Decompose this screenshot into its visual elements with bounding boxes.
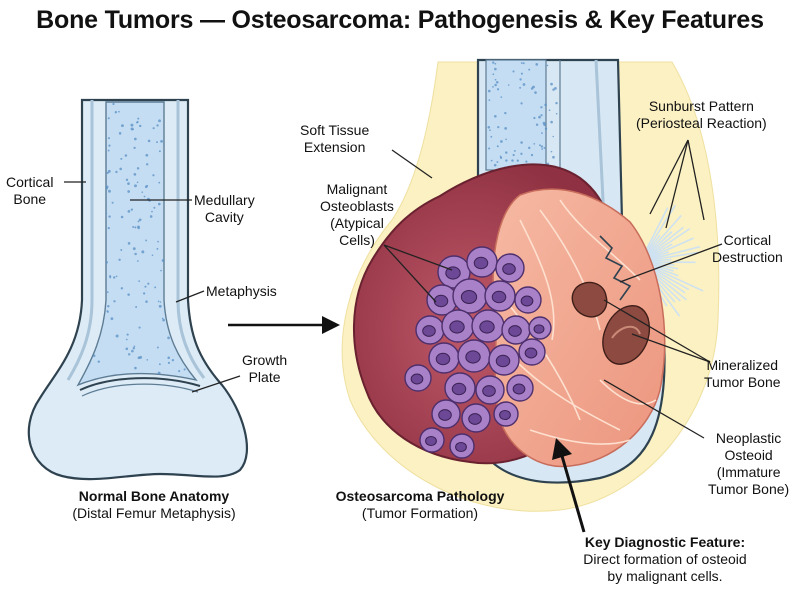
label-neoplastic-osteoid: Neoplastic Osteoid (Immature Tumor Bone) xyxy=(708,430,789,498)
caption-tumor: Osteosarcoma Pathology (Tumor Formation) xyxy=(320,488,520,522)
label-malignant-osteoblasts: Malignant Osteoblasts (Atypical Cells) xyxy=(320,181,394,249)
label-metaphysis: Metaphysis xyxy=(206,283,277,300)
caption-normal: Normal Bone Anatomy (Distal Femur Metaph… xyxy=(34,488,274,522)
page-title: Bone Tumors — Osteosarcoma: Pathogenesis… xyxy=(0,6,800,35)
mineralized-bone-1 xyxy=(572,282,606,316)
label-sunburst: Sunburst Pattern(Periosteal Reaction) xyxy=(636,98,767,132)
caption-key-feature: Key Diagnostic Feature: Direct formation… xyxy=(556,534,774,585)
transition-arrow xyxy=(228,316,340,334)
